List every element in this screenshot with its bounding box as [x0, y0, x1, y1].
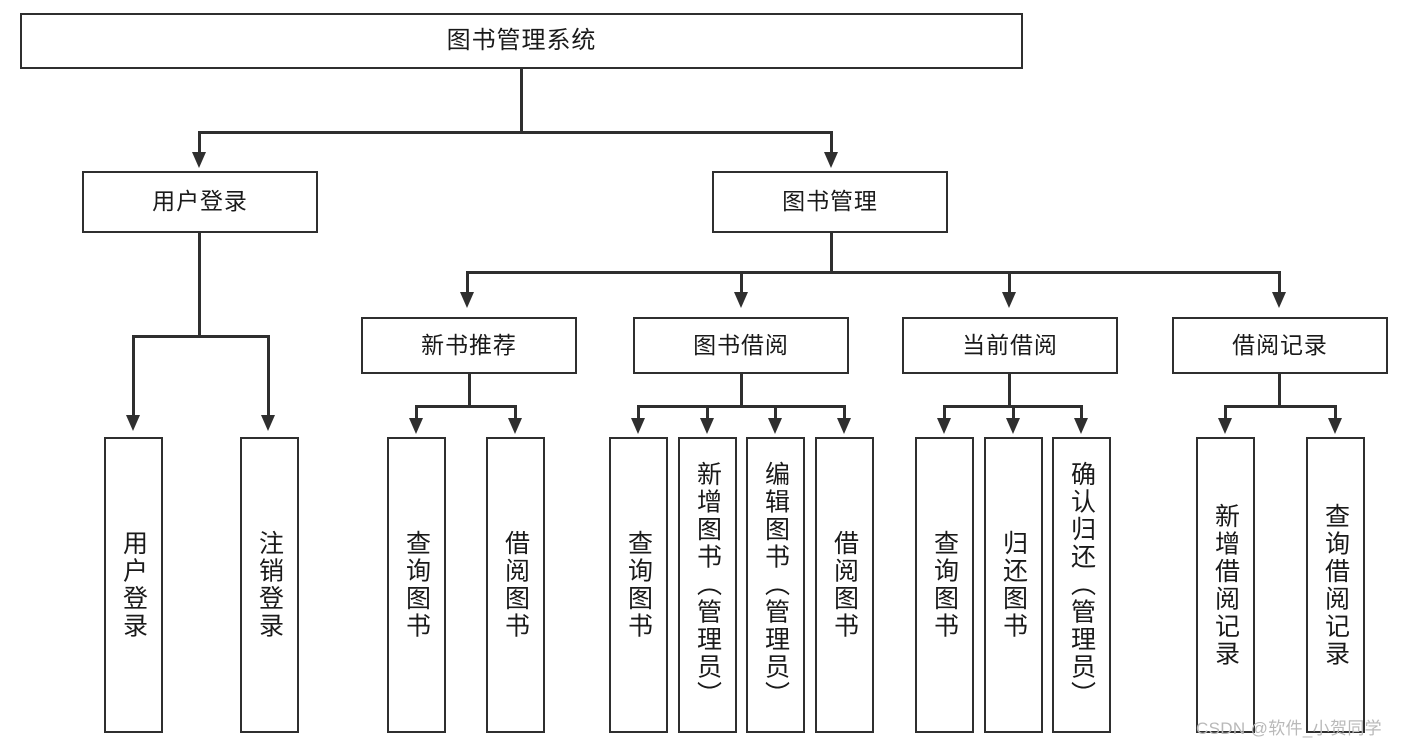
connector-root-stem: [520, 69, 523, 132]
arrow-to-book-manage: [824, 152, 838, 168]
arrow-to-leaf-edit-book: [768, 418, 782, 434]
connector-current-borrow-stem: [1008, 374, 1011, 407]
arrow-to-leaf-confirm-return: [1074, 418, 1088, 434]
connector-new-book-stem: [468, 374, 471, 407]
connector-book-manage-drop-2: [740, 271, 743, 296]
connector-book-borrow-drop-1: [637, 405, 640, 421]
connector-borrow-record-drop-2: [1334, 405, 1337, 421]
node-current-borrow[interactable]: 当前借阅: [902, 317, 1118, 374]
leaf-confirm-return[interactable]: 确认归还（管理员）: [1052, 437, 1111, 733]
connector-current-borrow-drop-2: [1012, 405, 1015, 421]
connector-book-manage-bus: [466, 271, 1280, 274]
node-user-login[interactable]: 用户登录: [82, 171, 318, 233]
node-label: 当前借阅: [962, 331, 1058, 358]
node-new-book-recommend[interactable]: 新书推荐: [361, 317, 577, 374]
arrow-to-current-borrow: [1002, 292, 1016, 308]
leaf-query-borrow-record[interactable]: 查询借阅记录: [1306, 437, 1365, 733]
connector-user-login-bus: [132, 335, 269, 338]
connector-book-manage-stem: [830, 233, 833, 273]
node-root-system[interactable]: 图书管理系统: [20, 13, 1023, 69]
connector-root-to-user-login: [198, 131, 201, 156]
node-label: 确认归还（管理员）: [1067, 461, 1096, 709]
node-label: 查询图书: [402, 530, 431, 640]
connector-borrow-record-stem: [1278, 374, 1281, 407]
leaf-add-book[interactable]: 新增图书（管理员）: [678, 437, 737, 733]
leaf-borrow-book[interactable]: 借阅图书: [815, 437, 874, 733]
arrow-to-leaf-borrow-book-2: [837, 418, 851, 434]
leaf-query-book-current[interactable]: 查询图书: [915, 437, 974, 733]
connector-user-login-drop-2: [267, 335, 270, 419]
connector-book-borrow-bus: [637, 405, 845, 408]
arrow-to-leaf-add-book: [700, 418, 714, 434]
node-book-manage[interactable]: 图书管理: [712, 171, 948, 233]
node-label: 图书管理系统: [446, 26, 597, 54]
connector-book-manage-drop-1: [466, 271, 469, 296]
connector-user-login-stem: [198, 233, 201, 337]
connector-book-borrow-drop-2: [706, 405, 709, 421]
node-label: 借阅图书: [501, 530, 530, 640]
arrow-to-leaf-query-book-2: [631, 418, 645, 434]
connector-book-borrow-drop-3: [774, 405, 777, 421]
node-label: 查询借阅记录: [1321, 502, 1350, 668]
connector-new-book-drop-2: [514, 405, 517, 421]
leaf-edit-book[interactable]: 编辑图书（管理员）: [746, 437, 805, 733]
connector-borrow-record-bus: [1224, 405, 1337, 408]
connector-root-to-book-manage: [830, 131, 833, 156]
arrow-to-leaf-query-book-3: [937, 418, 951, 434]
arrow-to-leaf-user-login: [126, 415, 140, 431]
leaf-query-book-borrow[interactable]: 查询图书: [609, 437, 668, 733]
node-label: 用户登录: [152, 188, 248, 215]
arrow-to-leaf-return-book: [1006, 418, 1020, 434]
node-label: 图书管理: [782, 188, 878, 215]
connector-current-borrow-drop-1: [943, 405, 946, 421]
arrow-to-leaf-borrow-book-1: [508, 418, 522, 434]
node-label: 新增借阅记录: [1211, 502, 1240, 668]
node-book-borrow[interactable]: 图书借阅: [633, 317, 849, 374]
node-label: 查询图书: [930, 530, 959, 640]
node-label: 新增图书（管理员）: [693, 461, 722, 709]
leaf-logout[interactable]: 注销登录: [240, 437, 299, 733]
leaf-add-borrow-record[interactable]: 新增借阅记录: [1196, 437, 1255, 733]
node-label: 新书推荐: [421, 331, 517, 358]
node-label: 查询图书: [624, 530, 653, 640]
watermark-text: CSDN @软件_小贺同学: [1196, 719, 1383, 738]
leaf-query-book-recommend[interactable]: 查询图书: [387, 437, 446, 733]
connector-book-borrow-drop-4: [843, 405, 846, 421]
connector-book-manage-drop-3: [1008, 271, 1011, 296]
leaf-borrow-book-recommend[interactable]: 借阅图书: [486, 437, 545, 733]
connector-root-bus: [198, 131, 832, 134]
arrow-to-user-login: [192, 152, 206, 168]
arrow-to-leaf-query-book-1: [409, 418, 423, 434]
arrow-to-book-borrow: [734, 292, 748, 308]
node-label: 用户登录: [119, 530, 148, 640]
node-label: 注销登录: [255, 530, 284, 640]
node-label: 图书借阅: [693, 331, 789, 358]
connector-borrow-record-drop-1: [1224, 405, 1227, 421]
arrow-to-borrow-record: [1272, 292, 1286, 308]
arrow-to-leaf-query-record: [1328, 418, 1342, 434]
connector-new-book-bus: [415, 405, 517, 408]
leaf-return-book[interactable]: 归还图书: [984, 437, 1043, 733]
connector-current-borrow-drop-3: [1080, 405, 1083, 421]
connector-user-login-drop-1: [132, 335, 135, 419]
arrow-to-leaf-add-record: [1218, 418, 1232, 434]
node-label: 归还图书: [999, 530, 1028, 640]
leaf-user-login[interactable]: 用户登录: [104, 437, 163, 733]
node-label: 借阅记录: [1232, 331, 1328, 358]
arrow-to-leaf-logout: [261, 415, 275, 431]
node-label: 借阅图书: [830, 530, 859, 640]
node-borrow-record[interactable]: 借阅记录: [1172, 317, 1388, 374]
arrow-to-new-book-recommend: [460, 292, 474, 308]
node-label: 编辑图书（管理员）: [761, 461, 790, 709]
connector-new-book-drop-1: [415, 405, 418, 421]
connector-book-borrow-stem: [740, 374, 743, 407]
connector-book-manage-drop-4: [1278, 271, 1281, 296]
